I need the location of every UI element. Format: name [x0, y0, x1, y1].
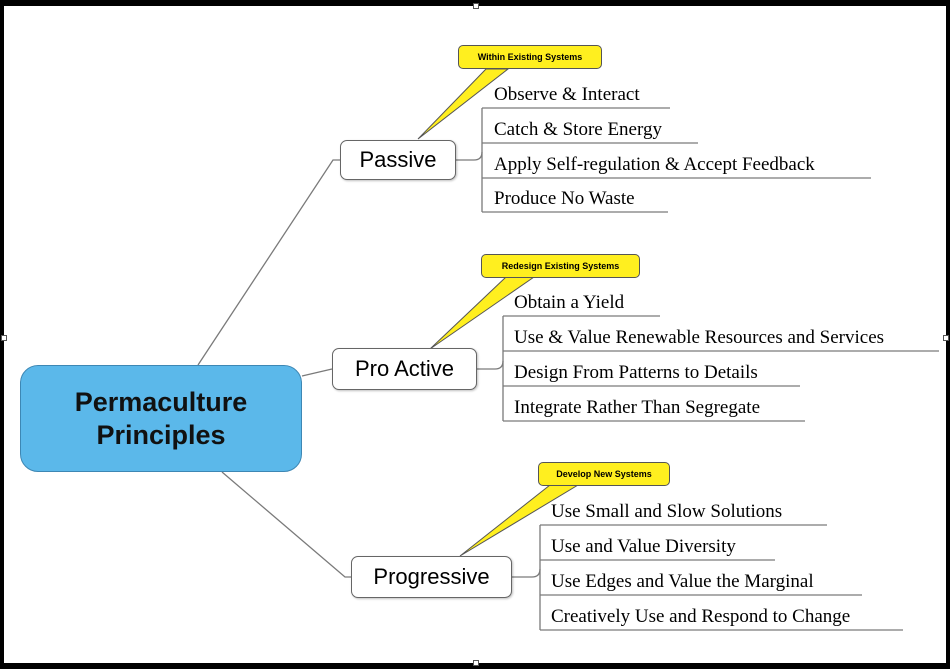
callout-redesign-existing-systems: Redesign Existing Systems	[481, 254, 640, 278]
leaf-use-value-renewable[interactable]: Use & Value Renewable Resources and Serv…	[514, 327, 885, 348]
leaf-apply-self-regulation[interactable]: Apply Self-regulation & Accept Feedback	[494, 154, 815, 175]
leaf-obtain-a-yield[interactable]: Obtain a Yield	[514, 292, 625, 313]
resize-handle-bottom[interactable]	[473, 660, 479, 666]
leaf-use-edges-value-marginal[interactable]: Use Edges and Value the Marginal	[551, 571, 814, 592]
central-topic[interactable]: Permaculture Principles	[20, 365, 302, 472]
leaf-catch-store-energy[interactable]: Catch & Store Energy	[494, 119, 662, 140]
branch-passive[interactable]: Passive	[340, 140, 456, 180]
leaf-design-from-patterns[interactable]: Design From Patterns to Details	[514, 362, 758, 383]
resize-handle-left[interactable]	[1, 335, 7, 341]
leaf-use-small-slow-solutions[interactable]: Use Small and Slow Solutions	[551, 501, 783, 522]
leaf-observe-interact[interactable]: Observe & Interact	[494, 84, 640, 105]
resize-handle-right[interactable]	[943, 335, 949, 341]
branch-pro-active[interactable]: Pro Active	[332, 348, 477, 390]
leaf-use-value-diversity[interactable]: Use and Value Diversity	[551, 536, 736, 557]
callout-within-existing-systems: Within Existing Systems	[458, 45, 602, 69]
branch-progressive[interactable]: Progressive	[351, 556, 512, 598]
resize-handle-top[interactable]	[473, 3, 479, 9]
leaf-integrate-rather-than-segregate[interactable]: Integrate Rather Than Segregate	[514, 397, 761, 418]
mind-map-canvas	[4, 6, 946, 663]
leaf-produce-no-waste[interactable]: Produce No Waste	[494, 188, 635, 209]
leaf-creatively-use-respond-change[interactable]: Creatively Use and Respond to Change	[551, 606, 851, 627]
callout-develop-new-systems: Develop New Systems	[538, 462, 670, 486]
